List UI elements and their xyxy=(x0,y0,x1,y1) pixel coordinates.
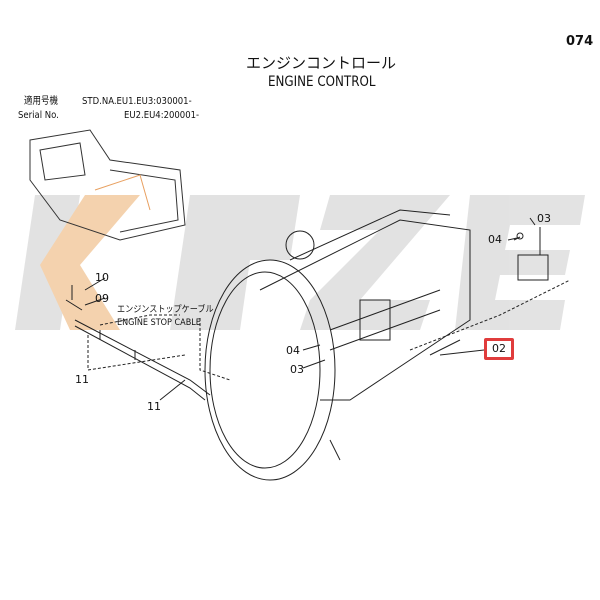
serial-line-1: STD.NA.EU1.EU3:030001- xyxy=(82,96,192,107)
part-label-03: 03 xyxy=(290,363,304,376)
part-label-04: 04 xyxy=(286,344,300,357)
title-english: ENGINE CONTROL xyxy=(268,74,376,90)
part-label-03: 03 xyxy=(537,212,551,225)
part-label-09: 09 xyxy=(95,292,109,305)
page-number: 074 xyxy=(566,34,594,49)
title-japanese: エンジンコントロール xyxy=(246,54,397,72)
part-label-11: 11 xyxy=(147,400,161,413)
engine-drawing xyxy=(204,209,571,481)
part-label-02-highlighted: 02 xyxy=(484,338,514,360)
part-label-10: 10 xyxy=(95,271,109,284)
excavator-sketch xyxy=(29,129,186,241)
cable-label-en: ENGINE STOP CABLE xyxy=(117,318,201,328)
part-label-11: 11 xyxy=(75,373,89,386)
serial-label-en: Serial No. xyxy=(18,110,59,121)
serial-label-jp: 適用号機 xyxy=(24,96,58,107)
part-label-04: 04 xyxy=(488,233,502,246)
stop-cable-drawing xyxy=(65,277,231,401)
watermark xyxy=(15,195,585,330)
serial-line-2: EU2.EU4:200001- xyxy=(124,110,200,121)
leader-lines xyxy=(302,217,536,369)
cable-label-jp: エンジンストップケーブル xyxy=(117,305,214,315)
bracket-drawing xyxy=(507,227,549,281)
